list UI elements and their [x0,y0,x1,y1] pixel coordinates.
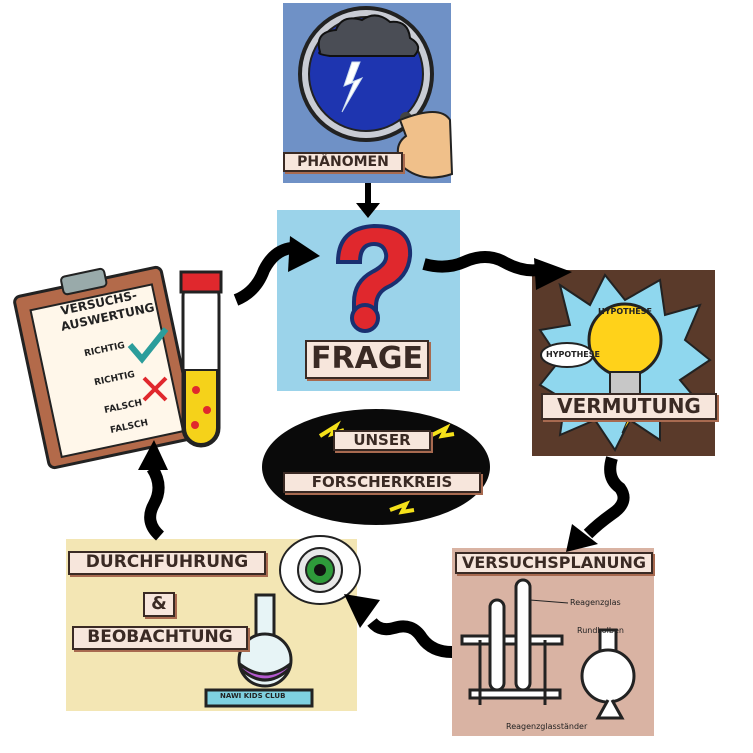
and-label: & [143,592,175,617]
rack-caption: Reagenzglasständer [506,722,588,731]
question-mark-icon [335,223,413,333]
planning-label: VERSUCHSPLANUNG [455,552,653,575]
test-tube-icon [179,270,223,448]
flask-caption: Rundkolben [577,626,624,635]
center-title-line1: UNSER [333,430,431,452]
hypothesis-bulb-text: HYPOTHESE [598,307,652,316]
center-title-line2: FORSCHERKREIS [283,472,481,494]
clipboard-icon [13,265,198,470]
center-ellipse [262,409,490,525]
eye-icon [279,535,361,605]
tube-caption: Reagenzglas [570,598,621,607]
round-flask-icon [580,628,636,720]
phenomenon-label: PHÄNOMEN [283,152,403,173]
hypothesis-bubble-text: HYPOTHESE [546,350,600,359]
bulb-icon [538,273,712,452]
cycle-arrows [138,183,630,658]
question-label: FRAGE [305,340,429,379]
execution-label: DURCHFÜHRUNG [68,551,266,575]
test-tube-rack-icon [460,578,569,705]
observation-label: BEOBACHTUNG [72,626,248,650]
hypothesis-label: VERMUTUNG [541,393,717,420]
beaker-icon [204,593,314,708]
magnifier-icon [298,6,454,179]
beaker-caption: NAWI KIDS CLUB [220,692,286,700]
